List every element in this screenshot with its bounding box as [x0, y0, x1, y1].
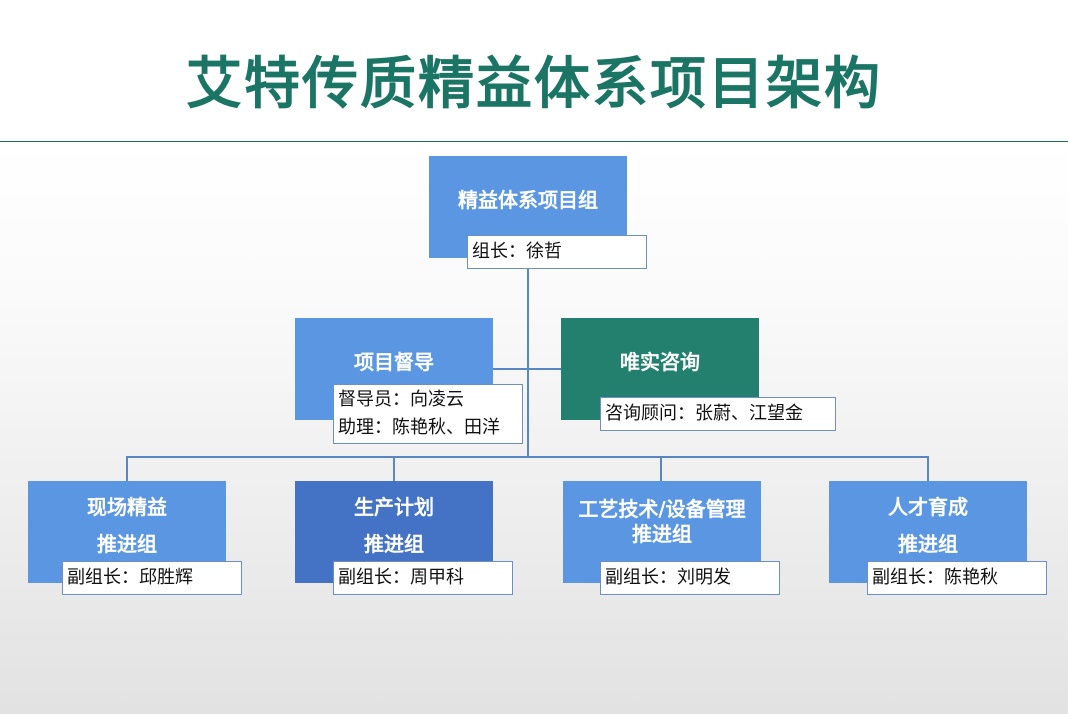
supervisor-role-1: 督导员：向凌云	[338, 389, 464, 410]
group-3-line2: 推进组	[632, 522, 692, 546]
group-3-role: 副组长：刘明发	[600, 561, 780, 595]
connector-supervisor	[493, 368, 561, 370]
group-1-line2: 推进组	[97, 532, 157, 556]
connector-trunk	[527, 268, 529, 456]
group-4-role: 副组长：陈艳秋	[867, 561, 1047, 595]
connector-group-3	[660, 456, 662, 481]
top-node-role: 组长：徐哲	[467, 235, 647, 269]
consult-node-name: 唯实咨询	[620, 350, 700, 374]
group-2-line2: 推进组	[364, 532, 424, 556]
group-1-role: 副组长：邱胜辉	[62, 561, 242, 595]
group-node-1[interactable]: 现场精益 推进组	[28, 481, 226, 583]
connector-group-2	[393, 456, 395, 481]
connector-bus	[126, 456, 928, 458]
group-3-line1: 工艺技术/设备管理	[578, 497, 746, 521]
group-4-line1: 人才育成	[888, 495, 968, 519]
page-title: 艾特传质精益体系项目架构	[186, 52, 882, 117]
supervisor-node-name: 项目督导	[354, 350, 434, 374]
connector-group-4	[927, 456, 929, 481]
supervisor-roles: 督导员：向凌云 助理：陈艳秋、田洋	[333, 384, 523, 444]
top-node-name: 精益体系项目组	[458, 188, 598, 212]
group-4-line2: 推进组	[898, 532, 958, 556]
supervisor-role-2: 助理：陈艳秋、田洋	[338, 417, 500, 438]
group-1-line1: 现场精益	[87, 495, 167, 519]
consult-role: 咨询顾问：张蔚、江望金	[600, 397, 836, 431]
connector-group-1	[126, 456, 128, 481]
group-2-role: 副组长：周甲科	[333, 561, 513, 595]
group-2-line1: 生产计划	[354, 495, 434, 519]
title-divider	[0, 141, 1068, 142]
